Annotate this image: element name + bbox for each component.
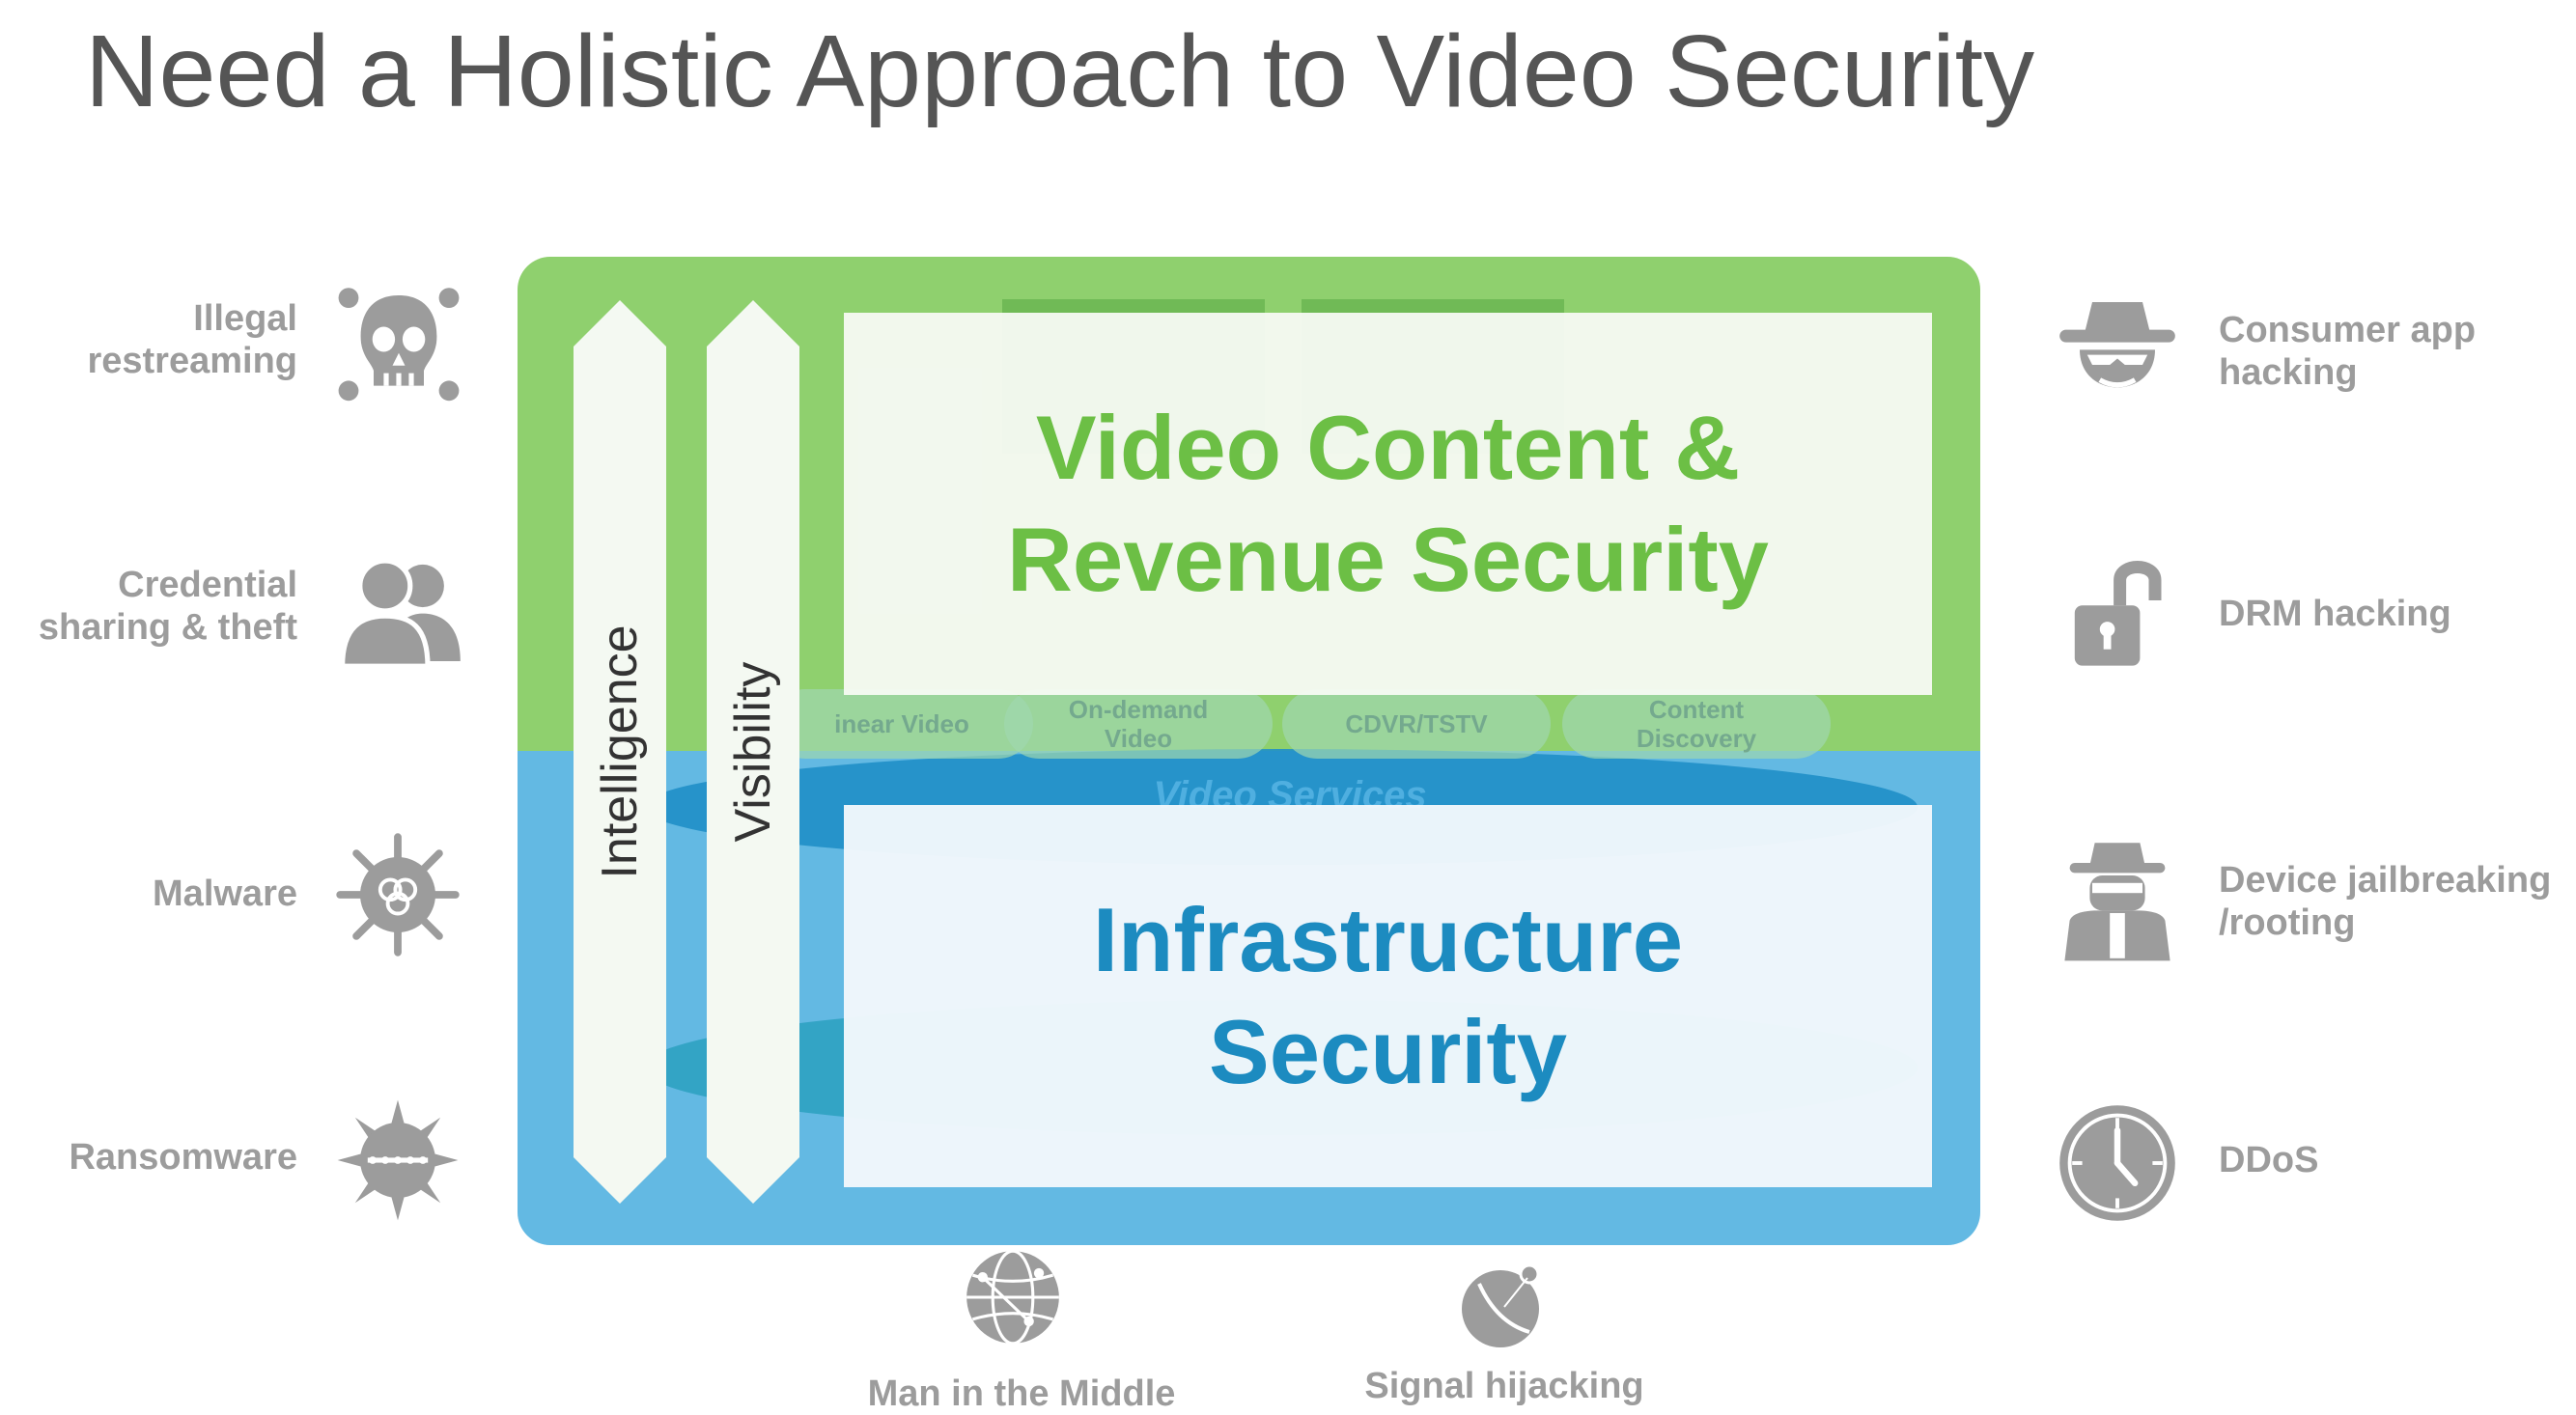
spy-hat-icon (2055, 290, 2180, 415)
users-icon (340, 548, 465, 674)
service-linear-video: inear Video (770, 689, 1033, 759)
threat-illegal-restreaming: Illegal restreaming (87, 298, 297, 381)
threat-ddos: DDoS (2219, 1140, 2319, 1180)
content-revenue-security-title: Video Content & Revenue Security (1007, 397, 1769, 610)
unlocked-padlock-icon (2055, 550, 2180, 676)
hacker-icon (2055, 838, 2180, 963)
visibility-label: Visibility (725, 661, 781, 843)
threat-drm-hacking: DRM hacking (2219, 594, 2451, 634)
infrastructure-security-title: Infrastructure Security (1092, 889, 1684, 1102)
service-cdvr-tstv: CDVR/TSTV (1282, 689, 1551, 759)
spiked-ball-icon (335, 1097, 461, 1223)
skull-crossbones-icon (336, 283, 462, 408)
threat-device-jailbreaking: Device jailbreaking /rooting (2219, 860, 2552, 943)
service-content-discovery: Content Discovery (1562, 689, 1831, 759)
intelligence-label: Intelligence (592, 624, 648, 879)
threat-signal-hijacking: Signal hijacking (1364, 1366, 1644, 1406)
intelligence-arrow: Intelligence (574, 300, 666, 1204)
infrastructure-security-box: Infrastructure Security (844, 805, 1932, 1187)
clock-icon (2055, 1100, 2180, 1226)
virus-icon (335, 832, 461, 957)
content-revenue-security-box: Video Content & Revenue Security (844, 313, 1932, 695)
threat-credential-sharing: Credential sharing & theft (38, 565, 297, 648)
satellite-dish-icon (1458, 1255, 1554, 1351)
threat-malware: Malware (153, 874, 297, 914)
threat-man-in-the-middle: Man in the Middle (867, 1373, 1176, 1414)
visibility-arrow: Visibility (707, 300, 799, 1204)
globe-icon (963, 1247, 1063, 1347)
threat-ransomware: Ransomware (69, 1137, 297, 1178)
slide-title: Need a Holistic Approach to Video Securi… (85, 14, 2035, 128)
service-on-demand-video: On-demand Video (1004, 689, 1273, 759)
threat-consumer-app-hacking: Consumer app hacking (2219, 310, 2477, 393)
security-panel: inear Video On-demand Video CDVR/TSTV Co… (518, 257, 1980, 1245)
